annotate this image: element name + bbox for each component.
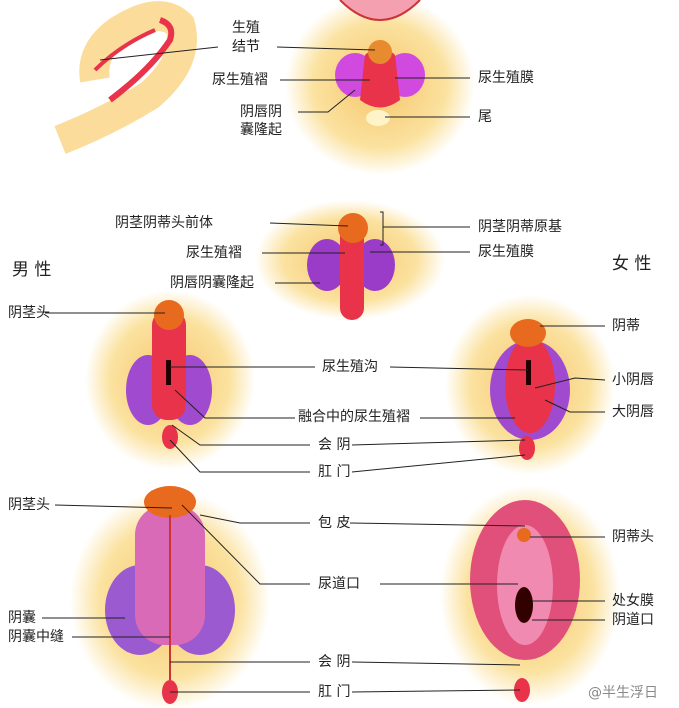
label-urethral-orifice: 尿道口 xyxy=(318,576,360,592)
label-urogenital-membrane-2: 尿生殖膜 xyxy=(478,244,534,260)
label-genital-tubercle-2: 结节 xyxy=(232,39,260,55)
label-urogenital-membrane-1: 尿生殖膜 xyxy=(478,70,534,86)
label-vaginal-orifice: 阴道口 xyxy=(612,612,654,628)
label-glans-clitoris: 阴蒂头 xyxy=(612,529,654,545)
label-anus-3: 肛 门 xyxy=(318,464,351,480)
label-labioscrotal-1a: 阴唇阴 xyxy=(240,104,282,120)
label-clitoris: 阴蒂 xyxy=(612,318,640,334)
label-labia-minora: 小阴唇 xyxy=(612,372,654,388)
label-perineum-3: 会 阴 xyxy=(318,437,351,453)
label-anus-4: 肛 门 xyxy=(318,684,351,700)
label-phallus-primordium: 阴茎阴蒂原基 xyxy=(478,219,562,235)
label-labia-majora: 大阴唇 xyxy=(612,404,654,420)
label-female: 女 性 xyxy=(612,254,652,274)
label-scrotum: 阴囊 xyxy=(8,610,36,626)
male-stage3-figure xyxy=(85,290,255,470)
label-genital-tubercle-1: 生殖 xyxy=(232,20,260,36)
label-glans-penis-3: 阴茎头 xyxy=(8,305,50,321)
sagittal-section-figure xyxy=(54,1,197,154)
label-labioscrotal-1b: 囊隆起 xyxy=(240,122,282,138)
watermark: @半生浮日 xyxy=(588,685,658,701)
label-urogenital-fold-2: 尿生殖褶 xyxy=(186,245,242,261)
label-glans-penis-4: 阴茎头 xyxy=(8,497,50,513)
label-tail: 尾 xyxy=(478,109,492,125)
label-labioscrotal-2: 阴唇阴囊隆起 xyxy=(170,275,254,291)
label-scrotal-raphe: 阴囊中缝 xyxy=(8,629,64,645)
label-glans-primordium: 阴茎阴蒂头前体 xyxy=(115,215,213,231)
leader-lines xyxy=(42,46,606,693)
label-urogenital-groove: 尿生殖沟 xyxy=(322,359,378,375)
label-prepuce: 包 皮 xyxy=(318,515,351,531)
label-fusing-folds: 融合中的尿生殖褶 xyxy=(298,409,410,425)
label-hymen: 处女膜 xyxy=(612,593,654,609)
male-adult-figure xyxy=(70,486,270,708)
female-stage3-figure xyxy=(445,295,615,475)
stage2-figure xyxy=(255,200,445,320)
indifferent-stage-figure xyxy=(285,0,475,175)
label-urogenital-fold-1: 尿生殖褶 xyxy=(212,72,268,88)
label-male: 男 性 xyxy=(12,260,52,280)
label-perineum-4: 会 阴 xyxy=(318,654,351,670)
female-adult-figure xyxy=(440,485,620,705)
